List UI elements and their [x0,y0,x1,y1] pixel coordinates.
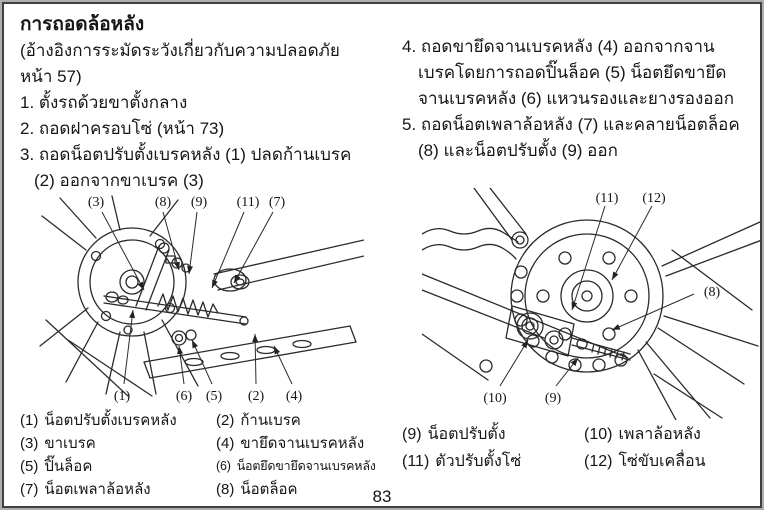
step-4-continued: จานเบรคหลัง (6) แหวนรองและยางรองออก [418,89,735,108]
rear-axle-chain-diagram: (11) (12) (8) (10) (9) [422,188,760,420]
legend-label: ขาเบรค [44,435,96,452]
step-5-continued: (8) และน็อตปรับตั้ง (9) ออก [418,141,618,160]
legend-number: (3) [20,435,39,452]
step-5: 5. ถอดน็อตเพลาล้อหลัง (7) และคลายน็อตล็อ… [402,115,740,134]
brake-assembly-illustration: (3) (8) (9) (11) (7) (1) (6) (5) (2) (4) [39,195,364,404]
legend-item-7: (7) น็อตเพลาล้อหลัง [20,479,216,500]
callout-label-9: (9) [191,195,208,210]
legend-number: (10) [584,426,613,443]
callout-label-8: (8) [704,285,721,300]
step-4-continued: เบรคโดยการถอดปิ๊นล็อค (5) น็อตยึดขายึด [418,63,727,82]
page-title: การถอดล้อหลัง [20,14,145,35]
callout-label-8: (8) [155,195,172,210]
callout-label-11: (11) [596,191,619,206]
callout-leader-lines [101,211,293,385]
parts-legend-left: (1) น็อตปรับตั้งเบรคหลัง (2) ก้านเบรค (3) ข… [20,410,398,500]
callout-label-10: (10) [483,391,507,406]
legend-number: (6) [216,459,231,473]
legend-label: น็อตปรับตั้งเบรคหลัง [44,412,177,429]
left-text-column: (อ้างอิงการระมัดระวังเกี่ยวกับความปลอดภั… [20,38,396,194]
legend-item-9: (9) น็อตปรับตั้ง [402,422,584,447]
legend-number: (11) [402,453,430,470]
step-4: 4. ถอดขายึดจานเบรคหลัง (4) ออกจากจาน [402,37,715,56]
parts-legend-right: (9) น็อตปรับตั้ง (10) เพลาล้อหลัง (11) ตัวป… [402,422,760,474]
legend-item-3: (3) ขาเบรค [20,433,216,454]
brake-drum-and-hub [77,227,187,337]
axle-chain-illustration: (11) (12) (8) (10) (9) [422,188,760,420]
callout-label-2: (2) [248,389,265,404]
step-3: 3. ถอดน็อตปรับตั้งเบรคหลัง (1) ปลดก้านเบ… [20,145,352,164]
callout-label-11: (11) [237,195,260,210]
legend-number: (7) [20,481,39,498]
callout-label-3: (3) [88,195,105,210]
legend-item-5: (5) ปิ๊นล็อค [20,456,216,477]
legend-number: (5) [20,458,39,475]
chain-guard-bar [143,325,357,379]
callout-label-1: (1) [114,389,131,404]
legend-number: (4) [216,435,235,452]
step-2: 2. ถอดฝาครอบโซ่ (หน้า 73) [20,119,225,138]
legend-label: ตัวปรับตั้งโซ่ [435,453,522,470]
legend-number: (9) [402,426,422,443]
callout-label-6: (6) [176,389,193,404]
step-3-continued: (2) ออกจากขาเบรค (3) [34,171,204,190]
callout-label-5: (5) [206,389,223,404]
safety-reference-line: (อ้างอิงการระมัดระวังเกี่ยวกับความปลอดภั… [20,41,340,60]
legend-item-2: (2) ก้านเบรค [216,410,398,431]
legend-item-1: (1) น็อตปรับตั้งเบรคหลัง [20,410,216,431]
legend-label: โซ่ขับเคลื่อน [618,453,706,470]
legend-item-10: (10) เพลาล้อหลัง [584,422,760,447]
legend-item-11: (11) ตัวปรับตั้งโซ่ [402,449,584,474]
legend-item-4: (4) ขายึดจานเบรคหลัง [216,433,398,454]
callout-label-9: (9) [545,391,562,406]
swingarm-and-axle [165,239,364,292]
legend-number: (1) [20,412,39,429]
brake-arm-and-rod [103,242,249,346]
callout-leader-lines [499,205,695,387]
legend-label: เพลาล้อหลัง [618,426,701,443]
legend-item-8: (8) น็อตล็อค [216,479,398,500]
legend-label: น็อตยึดขายึดจานเบรคหลัง [236,459,376,473]
legend-number: (8) [216,481,235,498]
legend-label: น็อตเพลาล้อหลัง [44,481,151,498]
callout-label-4: (4) [286,389,303,404]
legend-number: (12) [584,453,613,470]
wheel-spokes [637,221,760,420]
legend-item-12: (12) โซ่ขับเคลื่อน [584,449,760,474]
safety-reference-line: หน้า 57) [20,67,82,86]
rear-brake-assembly-diagram: (3) (8) (9) (11) (7) (1) (6) (5) (2) (4) [32,190,364,408]
step-1: 1. ตั้งรถด้วยขาตั้งกลาง [20,93,188,112]
swingarm-and-axle-assembly [422,273,631,381]
legend-item-6: (6) น็อตยึดขายึดจานเบรคหลัง [216,456,398,477]
legend-label: ขายึดจานเบรคหลัง [240,435,365,452]
legend-label: น็อตปรับตั้ง [427,426,506,443]
legend-label: น็อตล็อค [240,481,298,498]
right-text-column: 4. ถอดขายึดจานเบรคหลัง (4) ออกจากจาน เบร… [402,34,760,164]
legend-label: ก้านเบรค [240,412,301,429]
shock-absorber-tube [473,188,529,249]
callout-label-12: (12) [642,191,666,206]
page-number: 83 [372,487,392,506]
callout-label-7: (7) [269,195,286,210]
legend-label: ปิ๊นล็อค [44,458,93,475]
wheel-spokes [39,195,199,397]
legend-number: (2) [216,412,235,429]
